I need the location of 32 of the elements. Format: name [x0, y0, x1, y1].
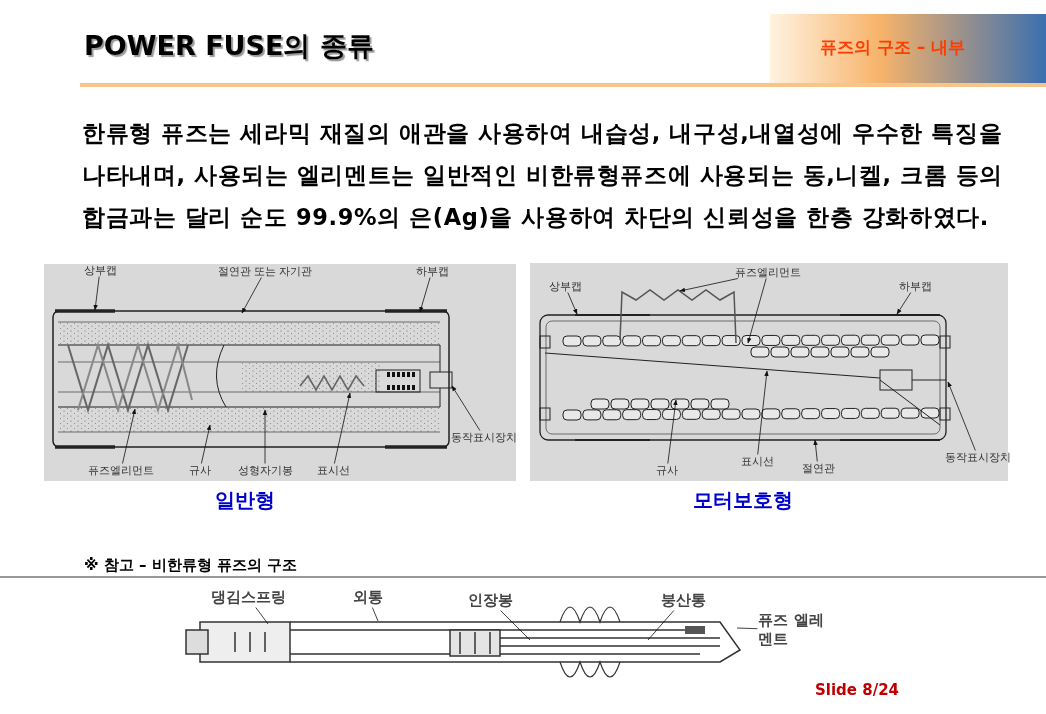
- callout-label: 퓨즈엘리먼트: [88, 464, 154, 476]
- callout-label: 동작표시장치: [451, 431, 517, 443]
- slide-title: POWER FUSE의 종류: [84, 29, 374, 63]
- callout-label: 규사: [189, 464, 211, 476]
- callout-label: 상부캡: [548, 280, 582, 292]
- callout-label: 표시선: [316, 464, 350, 476]
- slide-number: Slide 8/24: [815, 681, 899, 699]
- callout-label: 상부캡: [83, 264, 117, 276]
- leader-line: [255, 607, 269, 625]
- section-heading: ※ 참고 – 비한류형 퓨즈의 구조: [84, 556, 298, 575]
- figure-caption: 모터보호형: [693, 487, 793, 514]
- callout-label: 퓨즈엘리먼트: [735, 266, 801, 278]
- callout-label: 퓨즈 엘레멘트: [758, 611, 831, 649]
- callout-label: 외통: [353, 587, 383, 607]
- leader-line: [372, 607, 379, 622]
- callout-label: 인장봉: [467, 590, 513, 610]
- callout-label: 동작표시장치: [945, 451, 1011, 463]
- callout-label: 규사: [656, 464, 678, 476]
- header-text: 퓨즈의 구조 – 내부: [820, 36, 966, 59]
- callout-label: 붕산통: [660, 590, 706, 610]
- callout-label: 하부캡: [415, 265, 449, 277]
- callout-label: 하부캡: [898, 280, 932, 292]
- leader-line: [647, 610, 675, 641]
- figure-caption: 일반형: [215, 487, 275, 514]
- callout-label: 절연관: [801, 462, 835, 474]
- leader-line: [736, 627, 758, 630]
- callout-label: 표시선: [740, 455, 774, 467]
- callout-label: 성형자기봉: [237, 464, 293, 476]
- callout-label: 절연관 또는 자기관: [217, 265, 313, 277]
- leader-line: [500, 610, 531, 641]
- body-paragraph: 한류형 퓨즈는 세라믹 재질의 애관을 사용하여 내습성, 내구성,내열성에 우수한 특징을 나타내며, 사용되는 엘리멘트는 일반적인 비한류형퓨즈에 사용되는 동,니켈, 크롬 등의 합금과는 달리 순도 99.9%의 은(Ag)을 사용하여 차단의 신뢰성을 한층 강화하였다.: [82, 119, 1004, 232]
- callout-label: 댕김스프링: [210, 587, 286, 607]
